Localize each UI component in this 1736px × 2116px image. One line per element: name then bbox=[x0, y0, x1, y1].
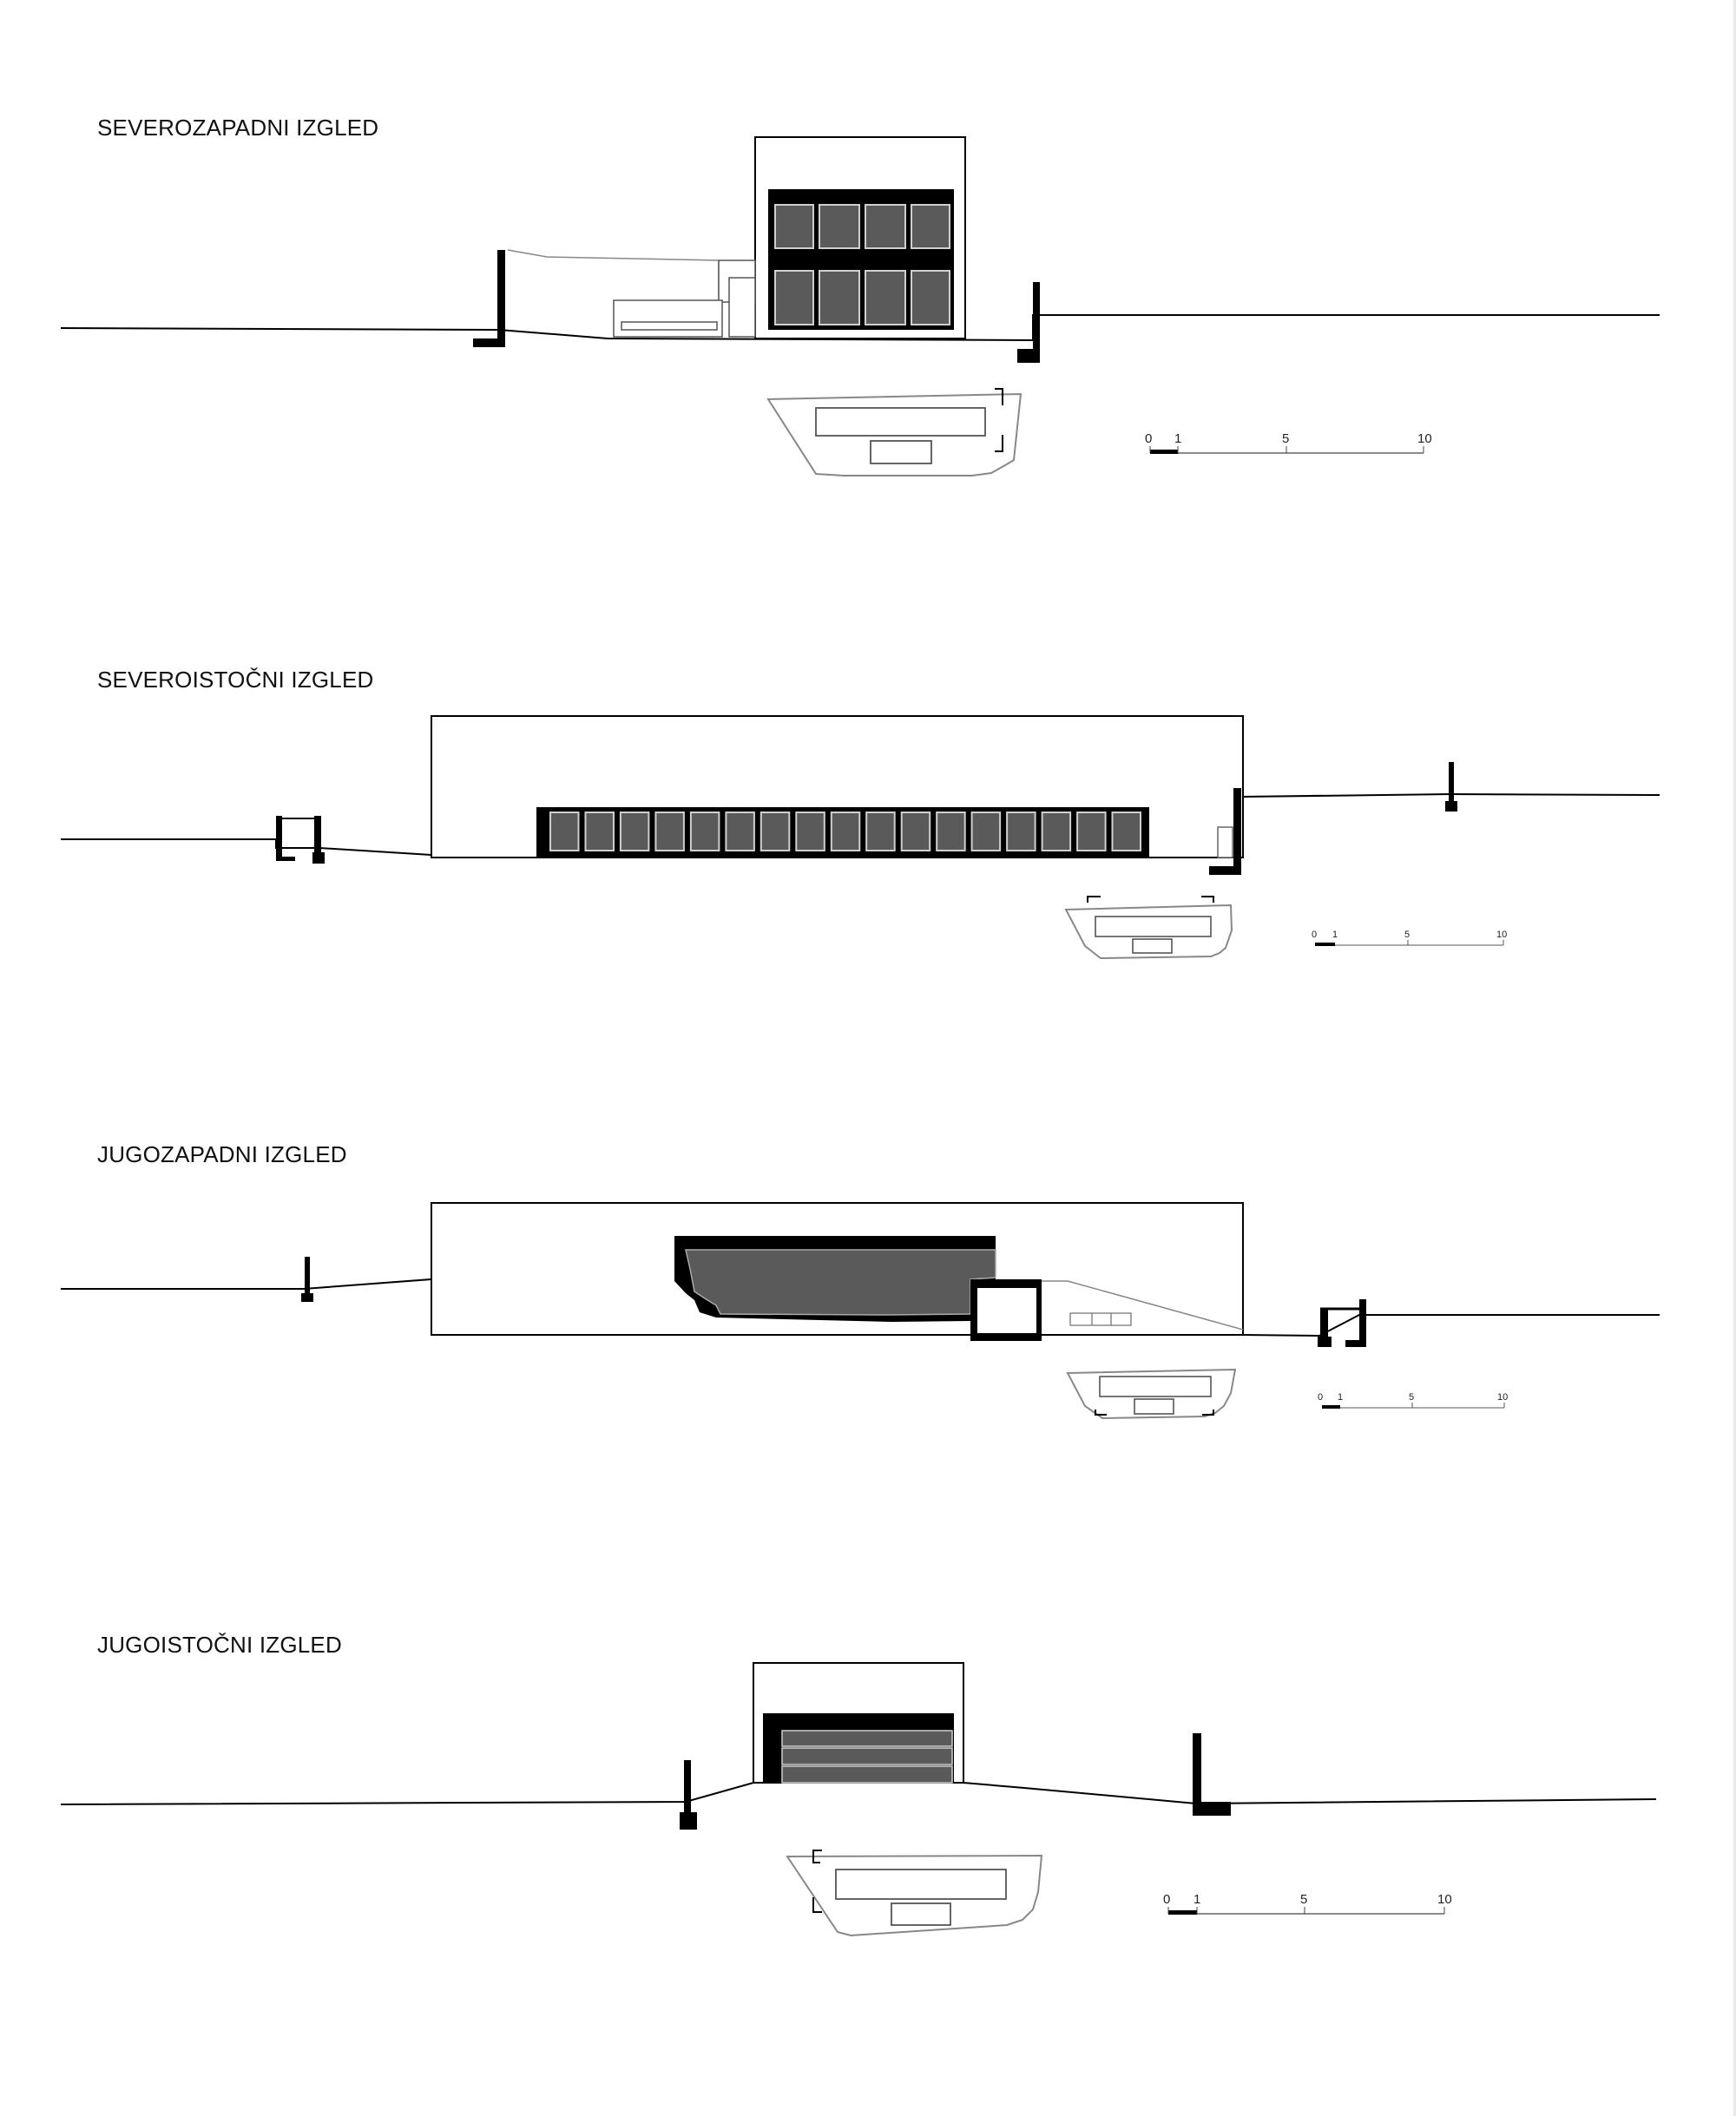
scale-label-0: 0 bbox=[1145, 431, 1152, 446]
retaining-wall-right bbox=[1193, 1733, 1231, 1816]
scale-label-10: 10 bbox=[1497, 1392, 1508, 1403]
elevation-title-northeast: SEVEROISTOČNI IZGLED bbox=[97, 667, 374, 693]
entrance-opening bbox=[977, 1288, 1036, 1333]
scale-bar: 0 1 5 10 bbox=[1163, 1892, 1452, 1915]
elevation-title-southwest: JUGOZAPADNI IZGLED bbox=[97, 1141, 347, 1167]
scale-label-5: 5 bbox=[1300, 1892, 1307, 1907]
wall-right bbox=[1345, 1299, 1366, 1347]
window-pane bbox=[1041, 812, 1072, 851]
annex-roof bbox=[507, 249, 720, 301]
glazing-panes bbox=[774, 204, 950, 325]
retaining-wall-left bbox=[680, 1760, 697, 1830]
key-plan bbox=[1064, 896, 1233, 960]
window-pane bbox=[830, 812, 861, 851]
window-pane bbox=[795, 812, 825, 851]
scale-label-1: 1 bbox=[1174, 431, 1181, 446]
scale-label-10: 10 bbox=[1417, 431, 1432, 446]
small-door bbox=[1217, 826, 1233, 858]
retaining-wall-left bbox=[473, 250, 505, 347]
key-plan bbox=[786, 1850, 1043, 1937]
scale-label-5: 5 bbox=[1404, 930, 1410, 940]
window-pane bbox=[584, 812, 615, 851]
scale-label-0: 0 bbox=[1163, 1892, 1170, 1907]
scale-label-0: 0 bbox=[1318, 1392, 1323, 1403]
scale-label-1: 1 bbox=[1332, 930, 1338, 940]
window-pane bbox=[936, 812, 966, 851]
ground-line bbox=[60, 1782, 1657, 1805]
page-edge bbox=[1733, 0, 1736, 2116]
retaining-wall-right bbox=[1318, 1309, 1332, 1347]
ribbon-window-panes bbox=[549, 812, 1141, 851]
window-pane bbox=[689, 812, 720, 851]
bollard-left bbox=[276, 816, 295, 861]
post-right bbox=[1445, 762, 1457, 812]
scale-label-1: 1 bbox=[1194, 1892, 1200, 1907]
window-pane bbox=[654, 812, 685, 851]
elevation-southeast: 0 1 5 10 bbox=[60, 1662, 1657, 1937]
elevation-title-southeast: JUGOISTOČNI IZGLED bbox=[97, 1632, 342, 1658]
ground-line bbox=[61, 1278, 432, 1290]
retaining-wall-right bbox=[1017, 282, 1040, 363]
scale-label-10: 10 bbox=[1437, 1892, 1452, 1907]
annex-block bbox=[728, 277, 756, 338]
window-pane bbox=[549, 812, 580, 851]
scale-bar: 0 1 5 10 bbox=[1318, 1392, 1508, 1409]
key-plan bbox=[1066, 1368, 1237, 1420]
post-left bbox=[301, 1257, 313, 1302]
elevation-northwest: 0 1 5 10 bbox=[60, 136, 1660, 476]
window-pane bbox=[760, 812, 791, 851]
window-pane bbox=[865, 812, 896, 851]
scale-bar: 0 1 5 10 bbox=[1312, 930, 1507, 946]
bollard-right bbox=[312, 816, 325, 864]
window-pane bbox=[619, 812, 650, 851]
window-pane bbox=[970, 812, 1002, 851]
window-pane bbox=[1111, 812, 1141, 851]
elevation-southwest: 0 1 5 10 bbox=[61, 1202, 1660, 1420]
scale-bar: 0 1 5 10 bbox=[1145, 431, 1432, 454]
retaining-wall-right bbox=[1209, 788, 1241, 875]
garage-door-slats bbox=[781, 1730, 953, 1784]
window-pane bbox=[725, 812, 755, 851]
window-pane bbox=[900, 812, 931, 851]
key-plan bbox=[766, 388, 1023, 476]
scale-label-5: 5 bbox=[1282, 431, 1289, 446]
ramp-window bbox=[1069, 1312, 1132, 1326]
scale-label-5: 5 bbox=[1409, 1392, 1414, 1403]
elevation-title-northwest: SEVEROZAPADNI IZGLED bbox=[97, 115, 379, 141]
window-pane bbox=[1076, 812, 1107, 851]
terrace-glazing bbox=[685, 1249, 996, 1316]
elevation-northeast: 0 1 5 10 bbox=[61, 715, 1660, 960]
scale-label-0: 0 bbox=[1312, 930, 1317, 940]
annex-base bbox=[613, 299, 723, 338]
scale-label-10: 10 bbox=[1496, 930, 1507, 940]
window-pane bbox=[1006, 812, 1036, 851]
scale-label-1: 1 bbox=[1338, 1392, 1343, 1403]
ramp-line bbox=[1042, 1280, 1244, 1331]
annex-bench bbox=[621, 321, 718, 331]
